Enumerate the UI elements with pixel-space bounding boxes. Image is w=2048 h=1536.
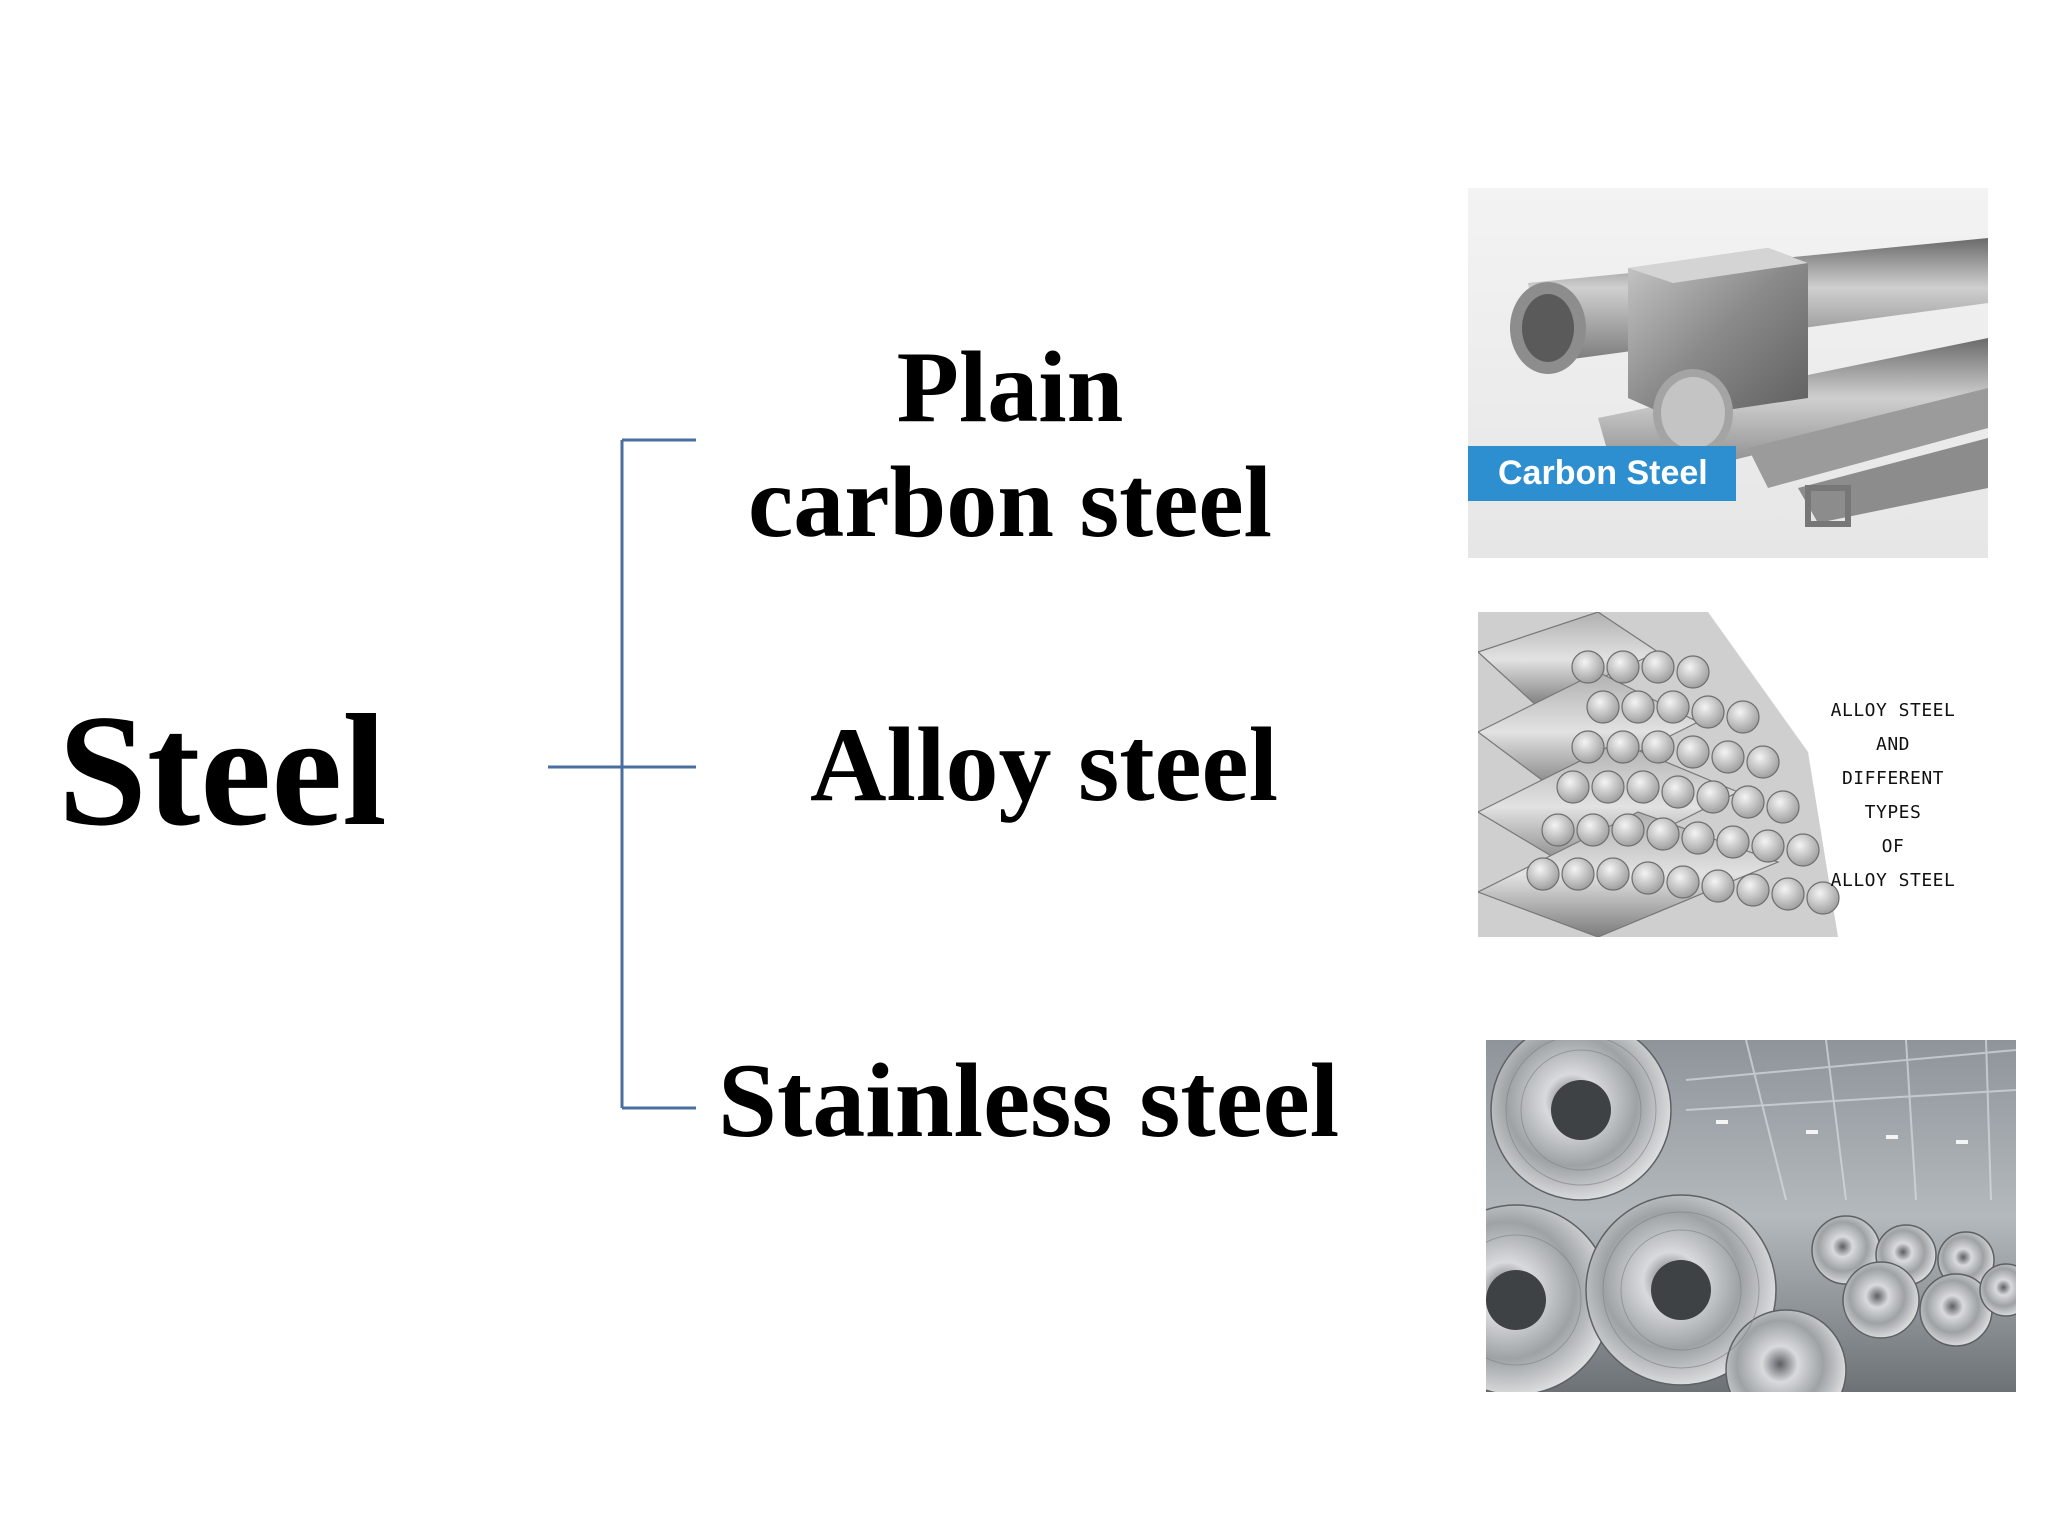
alloy-caption-line: OF xyxy=(1881,836,1905,857)
branch-label-line2: carbon steel xyxy=(747,446,1273,560)
alloy-steel-caption: ALLOY STEEL AND DIFFERENT TYPES OF ALLOY… xyxy=(1808,694,1978,898)
carbon-steel-caption: Carbon Steel xyxy=(1468,446,1736,501)
stainless-steel-coils-photo xyxy=(1486,1040,2016,1392)
branch-label-alloy-steel: Alloy steel xyxy=(810,706,1279,823)
branch-label-plain-carbon-steel: Plain carbon steel xyxy=(640,330,1380,561)
carbon-steel-bars-photo: Carbon Steel xyxy=(1468,188,1988,558)
branch-label-stainless-steel: Stainless steel xyxy=(718,1042,1340,1159)
alloy-steel-rods-photo: ALLOY STEEL AND DIFFERENT TYPES OF ALLOY… xyxy=(1478,612,1978,937)
alloy-caption-line: DIFFERENT TYPES xyxy=(1841,768,1945,823)
alloy-caption-line: ALLOY STEEL AND xyxy=(1830,700,1956,755)
branch-label-line1: Plain xyxy=(896,331,1124,444)
root-label-steel: Steel xyxy=(58,681,387,859)
alloy-caption-line: ALLOY STEEL xyxy=(1830,870,1956,891)
